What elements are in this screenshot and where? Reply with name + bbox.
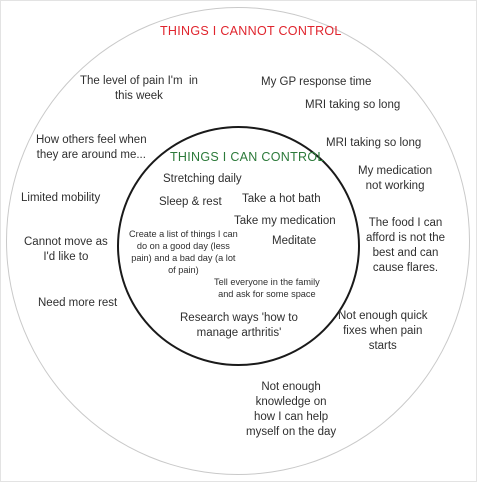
- outer-item-not-enough-knowledge: Not enough knowledge on how I can help m…: [246, 381, 337, 438]
- outer-item-gp-response: My GP response time: [261, 76, 372, 88]
- outer-item-cannot-move: Cannot move as I'd like to: [24, 236, 108, 263]
- inner-item-hot-bath: Take a hot bath: [242, 193, 321, 205]
- inner-item-take-medication: Take my medication: [234, 215, 336, 227]
- inner-item-meditate: Meditate: [272, 235, 317, 247]
- outer-circle-title: THINGS I CANNOT CONTROL: [160, 24, 342, 38]
- inner-item-tell-family: Tell everyone in the family and ask for …: [214, 277, 320, 300]
- outer-circle: [6, 7, 470, 475]
- outer-item-need-more-rest: Need more rest: [38, 297, 118, 309]
- inner-circle-title: THINGS I CAN CONTROL: [170, 150, 325, 164]
- inner-item-research-arthritis: Research ways 'how to manage arthritis': [180, 312, 298, 339]
- outer-item-mri-1: MRI taking so long: [305, 99, 401, 111]
- inner-item-sleep-rest: Sleep & rest: [159, 196, 222, 208]
- outer-item-food-afford: The food I can afford is not the best an…: [366, 217, 446, 274]
- inner-item-create-list: Create a list of things I can do on a go…: [129, 229, 238, 276]
- outer-item-quick-fixes: Not enough quick fixes when pain starts: [338, 310, 428, 352]
- inner-circle: [117, 126, 360, 366]
- outer-item-pain-level: The level of pain I'm in this week: [80, 75, 198, 102]
- inner-item-stretching: Stretching daily: [163, 173, 242, 185]
- outer-item-others-feel: How others feel when they are around me.…: [36, 134, 147, 161]
- outer-item-medication-not-working: My medication not working: [358, 165, 433, 192]
- outer-item-limited-mobility: Limited mobility: [21, 192, 101, 204]
- outer-item-mri-2: MRI taking so long: [326, 137, 422, 149]
